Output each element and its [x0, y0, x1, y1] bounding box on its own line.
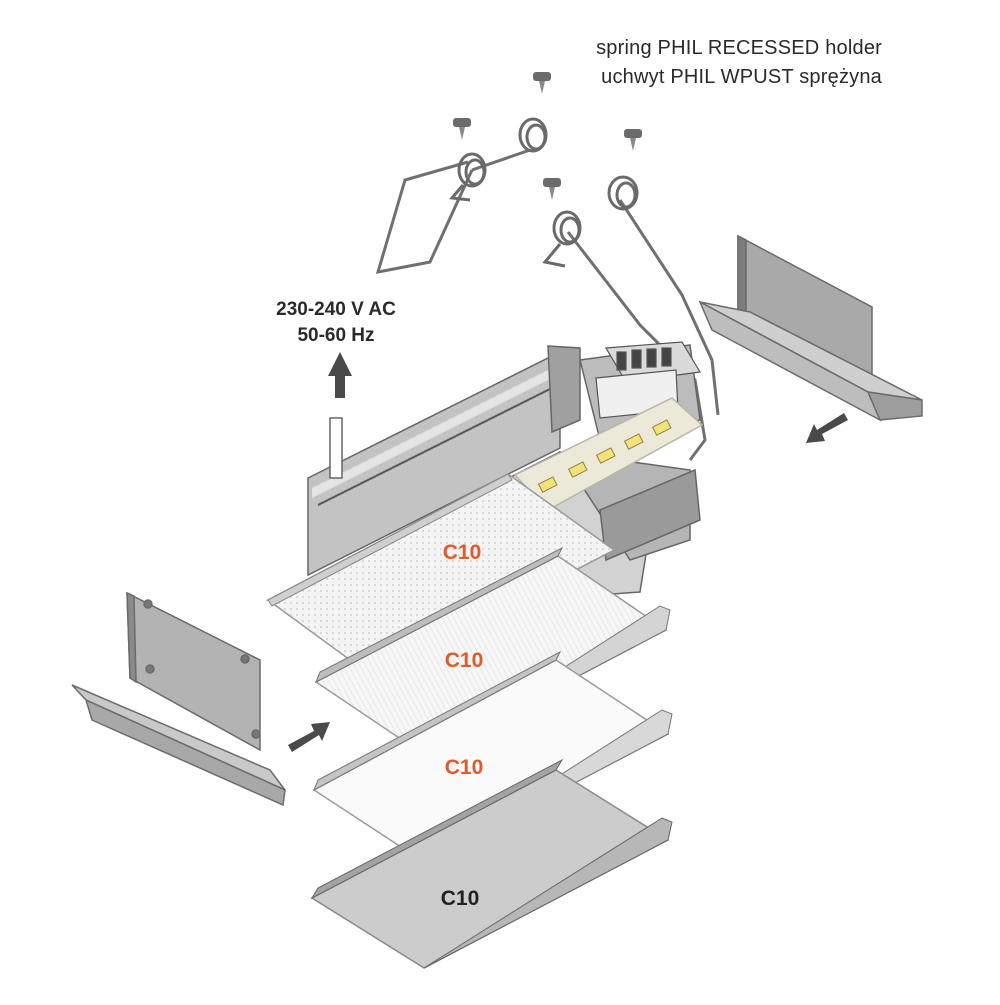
holder-title-pl: uchwyt PHIL WPUST sprężyna: [601, 66, 882, 88]
arrow-up-power: [328, 352, 352, 398]
end-cap-right: [698, 234, 923, 422]
arrow-right-endcap: [288, 722, 330, 752]
voltage-label: 230-240 V AC: [276, 299, 396, 320]
cover-label-2: C10: [444, 649, 484, 672]
holder-title-en: spring PHIL RECESSED holder: [596, 37, 882, 59]
cover-label-4: C10: [440, 887, 480, 910]
cover-label-1: C10: [442, 541, 482, 564]
frequency-label: 50-60 Hz: [297, 325, 375, 346]
end-cap-left: [71, 591, 286, 807]
spring-coils: [449, 117, 639, 268]
mounting-screws: [453, 72, 642, 200]
power-cable: [329, 417, 343, 479]
cover-1: [266, 473, 616, 677]
led-chips: [537, 419, 672, 493]
arrow-left-endcap: [806, 413, 848, 443]
cover-4: [310, 758, 673, 969]
cover-label-3: C10: [444, 756, 484, 779]
